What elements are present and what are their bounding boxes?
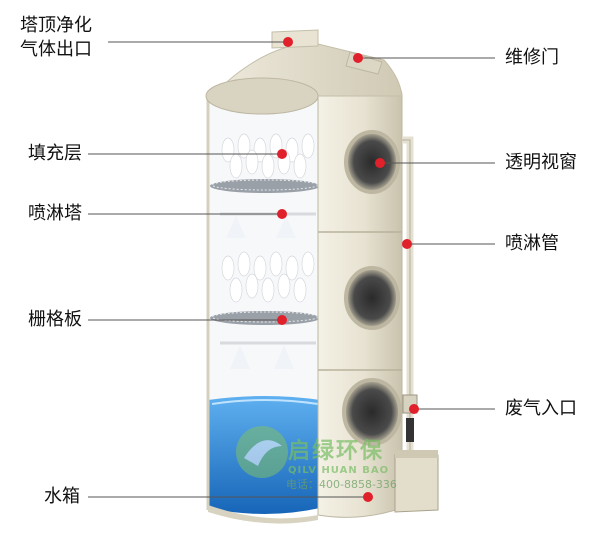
label-spray-tower: 喷淋塔 <box>28 203 82 224</box>
label-top-outlet-line1: 塔顶净化 <box>20 15 92 36</box>
grid-plate-lower <box>210 311 320 325</box>
leader-lines <box>88 41 495 498</box>
marker-packing-layer <box>277 149 287 159</box>
marker-water-tank <box>363 492 373 502</box>
label-sight-window: 透明视窗 <box>505 152 577 173</box>
label-grid-plate: 栅格板 <box>28 309 82 330</box>
watermark-brand-cn: 启绿环保 <box>288 439 385 464</box>
label-maintenance-door: 维修门 <box>505 47 559 68</box>
marker-spray-pipe <box>402 239 412 249</box>
label-top-outlet: 塔顶净化 气体出口 <box>20 14 92 62</box>
label-top-outlet-line2: 气体出口 <box>20 39 92 60</box>
marker-waste-gas-inlet <box>409 404 419 414</box>
grid-plate-upper <box>210 179 320 193</box>
packing-layer-lower <box>221 251 315 303</box>
marker-grid-plate <box>277 315 287 325</box>
marker-spray-tower <box>277 209 287 219</box>
label-water-tank: 水箱 <box>44 486 80 507</box>
label-waste-gas-inlet: 废气入口 <box>505 398 577 419</box>
watermark-logo <box>236 426 288 478</box>
sight-windows <box>342 130 402 446</box>
label-packing-layer: 填充层 <box>28 143 82 164</box>
external-water-tank <box>394 450 439 513</box>
watermark-brand-en: QILV HUAN BAO <box>288 465 390 476</box>
callout-markers <box>277 37 419 502</box>
watermark: 启绿环保 QILV HUAN BAO 电话：400-8858-336 <box>286 439 397 492</box>
label-spray-pipe: 喷淋管 <box>505 233 559 254</box>
marker-maintenance-door <box>353 53 363 63</box>
marker-sight-window <box>375 158 385 168</box>
spray-nozzles-lower <box>220 341 316 369</box>
watermark-phone: 电话：400-8858-336 <box>286 478 397 491</box>
marker-top-outlet <box>283 37 293 47</box>
spray-pipe <box>402 136 418 450</box>
